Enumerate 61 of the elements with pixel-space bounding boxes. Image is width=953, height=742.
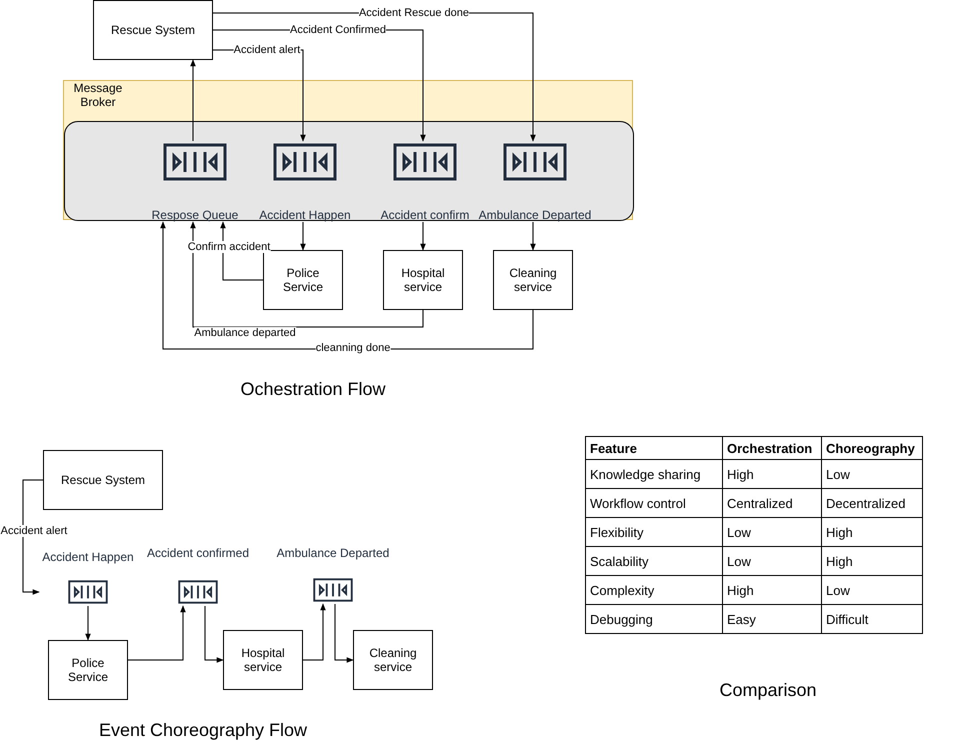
table-cell: Debugging bbox=[586, 604, 722, 634]
edge-label: Confirm accident bbox=[188, 241, 270, 253]
diagram-caption: Event Choreography Flow bbox=[98, 720, 308, 741]
header-cell: Feature bbox=[586, 436, 722, 460]
edge-label: Accident Rescue done bbox=[358, 7, 470, 19]
queue-label: Respose Queue bbox=[150, 208, 240, 222]
group-band bbox=[63, 80, 633, 220]
table-cell: Flexibility bbox=[586, 518, 722, 546]
arrow bbox=[85, 606, 91, 641]
arrow bbox=[204, 606, 224, 663]
table-cell: Low bbox=[822, 576, 922, 604]
table-cell: Difficult bbox=[822, 604, 922, 634]
arrow bbox=[334, 604, 354, 663]
arrow bbox=[300, 222, 306, 251]
table-cell: Easy bbox=[722, 604, 822, 634]
header-cell: Orchestration bbox=[722, 436, 822, 460]
queue-label: Ambulance Departed bbox=[276, 546, 390, 560]
queue-label: Accident Happen bbox=[258, 208, 352, 222]
arrow bbox=[128, 605, 186, 660]
process-box: Police Service bbox=[263, 250, 343, 310]
table-cell: Complexity bbox=[586, 576, 722, 604]
table-cell: Scalability bbox=[586, 546, 722, 576]
table-cell: Low bbox=[822, 460, 922, 488]
process-box: Rescue System bbox=[43, 450, 163, 510]
edge-label: Accident alert bbox=[0, 525, 68, 537]
group-title: Message Broker bbox=[72, 81, 124, 109]
arrow bbox=[220, 221, 264, 280]
table-cell: Low bbox=[722, 518, 822, 546]
table-cell: Decentralized bbox=[822, 488, 922, 518]
edge-label: cleanning done bbox=[316, 342, 390, 354]
arrow bbox=[530, 222, 536, 251]
queue-container bbox=[64, 121, 634, 221]
process-box: Hospital service bbox=[223, 630, 303, 690]
process-box: Cleaning service bbox=[493, 250, 573, 310]
table-cell: Knowledge sharing bbox=[586, 460, 722, 488]
process-box: Cleaning service bbox=[353, 630, 433, 690]
diagram-caption: Ochestration Flow bbox=[240, 379, 386, 400]
table-cell: High bbox=[722, 576, 822, 604]
edge-label: Ambulance departed bbox=[194, 327, 296, 339]
queue-label: Accident confirmed bbox=[146, 546, 250, 560]
process-box: Police Service bbox=[48, 640, 128, 700]
queue-label: Accident confirm bbox=[380, 208, 470, 222]
queue-label: Ambulance Departed bbox=[478, 208, 592, 222]
arrow bbox=[302, 603, 326, 660]
table-cell: Centralized bbox=[722, 488, 822, 518]
queue-label: Accident Happen bbox=[41, 550, 135, 564]
arrow bbox=[190, 59, 196, 142]
table-cell: Low bbox=[722, 546, 822, 576]
arrow bbox=[190, 221, 424, 328]
process-box: Hospital service bbox=[383, 250, 463, 310]
table-cell: High bbox=[822, 518, 922, 546]
table-cell: Workflow control bbox=[586, 488, 722, 518]
table-cell: High bbox=[722, 460, 822, 488]
arrow bbox=[22, 480, 44, 595]
header-cell: Choreography bbox=[822, 436, 922, 460]
edge-label: Accident Confirmed bbox=[290, 24, 386, 36]
diagram-caption: Comparison bbox=[719, 680, 817, 701]
table-cell: High bbox=[822, 546, 922, 576]
arrow bbox=[420, 222, 426, 251]
edge-label: Accident alert bbox=[234, 44, 300, 56]
process-box: Rescue System bbox=[93, 0, 213, 60]
